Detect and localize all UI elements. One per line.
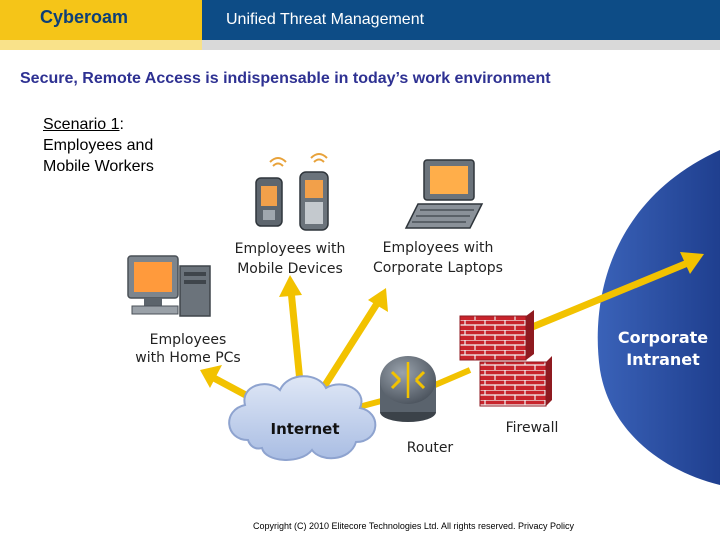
arrow-to-laptops (319, 288, 388, 392)
internet-label: Internet (270, 420, 339, 438)
laptops-label-1: Employees with (383, 240, 494, 256)
laptop-icon (404, 159, 484, 229)
internet-cloud (228, 375, 377, 461)
home-pc-icon (127, 255, 211, 317)
brand-logo-text: Cyberoam (40, 7, 129, 27)
firewall-label: Firewall (506, 420, 559, 436)
brand-block: Cyberoam (0, 0, 202, 40)
header-accent-gray (202, 40, 720, 50)
corporate-intranet-shape (597, 150, 720, 485)
intranet-label-1: Corporate (618, 328, 708, 347)
connector-router-firewall (433, 367, 472, 388)
home-pcs-label-2: with Home PCs (135, 350, 240, 366)
firewall-icon (459, 310, 552, 407)
home-pcs-label-1: Employees (150, 332, 227, 348)
mobile-devices-label-1: Employees with (235, 241, 346, 257)
mobile-devices-label-2: Mobile Devices (237, 261, 343, 277)
scenario-colon: : (119, 116, 124, 133)
footer-copyright: Copyright (C) 2010 Elitecore Technologie… (253, 521, 574, 531)
mobile-devices-icon (255, 153, 329, 231)
intranet-label-2: Intranet (626, 350, 700, 369)
header-title: Unified Threat Management (226, 11, 425, 28)
slide-headline: Secure, Remote Access is indispensable i… (20, 70, 551, 87)
scenario-line-2: Employees and (43, 137, 154, 154)
laptops-label-2: Corporate Laptops (373, 260, 503, 276)
scenario-line-3: Mobile Workers (43, 158, 154, 175)
arrow-to-mobile-devices (279, 275, 304, 383)
scenario-label: Scenario 1 (43, 116, 120, 133)
header-accent-yellow (0, 40, 202, 50)
router-label: Router (407, 440, 454, 456)
router-icon (380, 356, 436, 422)
scenario-text: Scenario 1: Employees and Mobile Workers (43, 114, 154, 177)
arrow-to-intranet (523, 252, 704, 334)
